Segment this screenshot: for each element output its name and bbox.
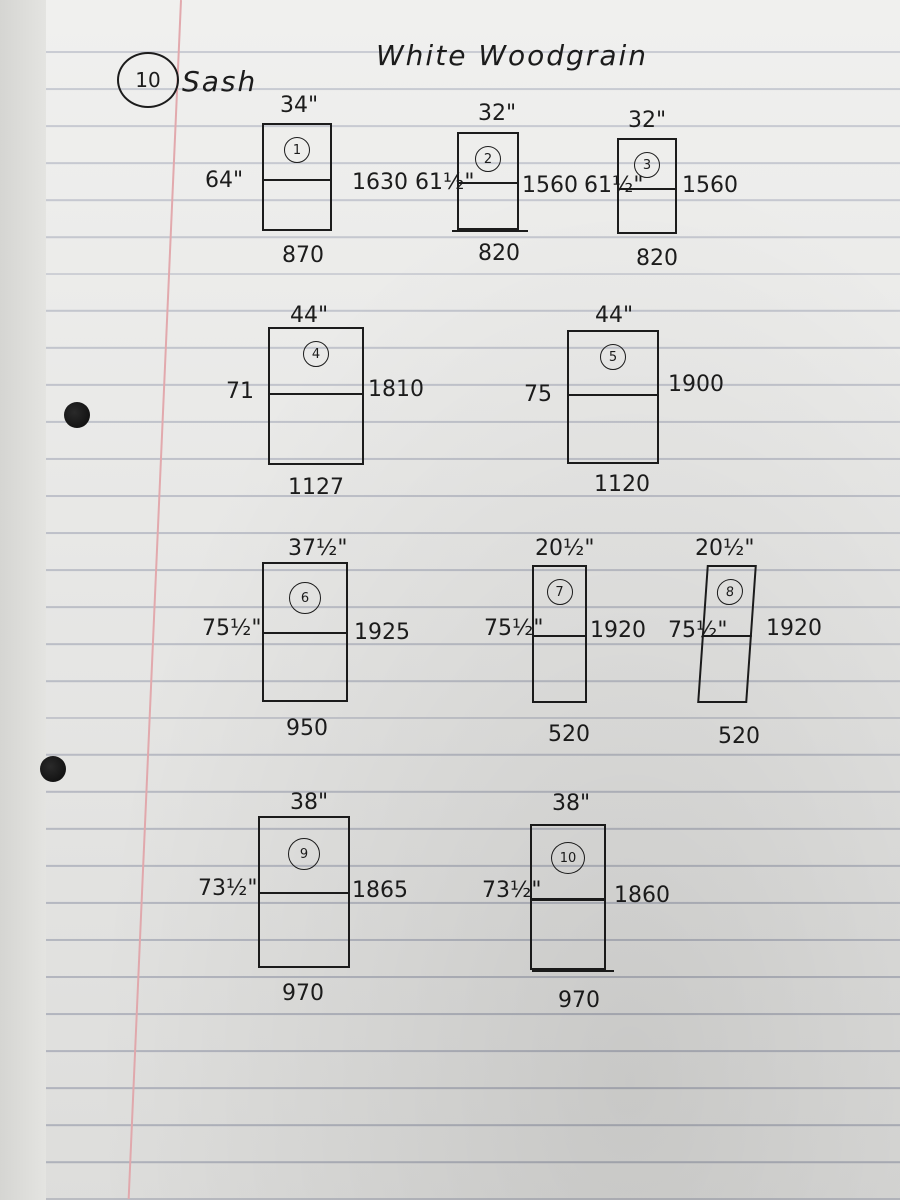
window-6-width-mm: 950 — [286, 716, 328, 741]
window-5-frame: 5 — [567, 330, 659, 464]
window-9-height-mm: 1865 — [352, 878, 408, 903]
window-1-number: 1 — [284, 137, 310, 163]
window-2-height-in: 61½" — [415, 170, 475, 195]
window-1-height-mm: 1630 — [352, 170, 408, 195]
window-2-frame: 2 — [457, 132, 519, 230]
window-8-number: 8 — [716, 579, 744, 605]
window-8-height-in: 75½" — [668, 618, 728, 643]
window-5-width-mm: 1120 — [594, 472, 650, 497]
window-4-rail — [268, 393, 364, 395]
window-1-height-in: 64" — [205, 168, 244, 193]
count-circle: 10 — [117, 52, 179, 108]
window-9-width-in: 38" — [290, 790, 329, 815]
window-1-width-mm: 870 — [282, 243, 324, 268]
window-4-height-mm: 1810 — [368, 377, 424, 402]
window-10-width-in: 38" — [552, 791, 591, 816]
window-10-frame: 10 — [530, 824, 606, 970]
margin-line — [127, 0, 182, 1199]
window-4-height-in: 71 — [226, 379, 254, 404]
window-10-sill — [532, 970, 614, 972]
window-6-rail — [262, 632, 348, 634]
window-10-height-mm: 1860 — [614, 883, 670, 908]
window-5-number: 5 — [600, 344, 626, 370]
window-2-height-mm: 1560 — [522, 173, 578, 198]
window-7-width-mm: 520 — [548, 722, 590, 747]
window-7-rail — [532, 635, 587, 637]
window-4-frame: 4 — [268, 327, 364, 465]
window-3-rail — [617, 188, 677, 190]
window-10-width-mm: 970 — [558, 988, 600, 1013]
window-5-height-in: 75 — [524, 382, 552, 407]
window-9-rail — [258, 892, 350, 894]
window-6-height-mm: 1925 — [354, 620, 410, 645]
window-7-height-mm: 1920 — [590, 618, 646, 643]
window-1-rail — [262, 179, 332, 181]
window-2-sill — [452, 230, 528, 232]
window-3-height-mm: 1560 — [682, 173, 738, 198]
window-5-rail — [567, 394, 659, 396]
window-8-width-mm: 520 — [718, 724, 760, 749]
window-10-height-in: 73½" — [482, 878, 542, 903]
window-5-width-in: 44" — [595, 303, 634, 328]
page-title: White Woodgrain — [376, 39, 649, 72]
page-edge — [0, 0, 46, 1200]
window-10-rail — [530, 898, 606, 901]
window-6-width-in: 37½" — [288, 536, 348, 561]
window-3-frame: 3 — [617, 138, 677, 234]
window-6-frame: 6 — [262, 562, 348, 702]
sash-label: Sash — [182, 65, 258, 98]
window-7-width-in: 20½" — [535, 536, 595, 561]
window-5-height-mm: 1900 — [668, 372, 724, 397]
window-10-number: 10 — [551, 842, 585, 874]
window-4-number: 4 — [303, 341, 329, 367]
window-6-number: 6 — [289, 582, 321, 614]
window-2-width-in: 32" — [478, 101, 517, 126]
window-9-number: 9 — [288, 838, 320, 870]
window-2-number: 2 — [475, 146, 501, 172]
window-3-height-in: 61½" — [584, 173, 644, 198]
window-8-width-in: 20½" — [695, 536, 755, 561]
punch-hole-bottom — [40, 756, 66, 782]
window-7-frame: 7 — [532, 565, 587, 703]
window-9-width-mm: 970 — [282, 981, 324, 1006]
window-7-height-in: 75½" — [484, 616, 544, 641]
window-2-width-mm: 820 — [478, 241, 520, 266]
window-2-rail — [457, 182, 519, 184]
window-3-width-mm: 820 — [636, 246, 678, 271]
window-7-number: 7 — [546, 579, 573, 605]
count-text: 10 — [135, 68, 161, 92]
punch-hole-top — [64, 402, 90, 428]
window-4-width-mm: 1127 — [288, 475, 344, 500]
window-3-number: 3 — [634, 152, 660, 178]
window-4-width-in: 44" — [290, 303, 329, 328]
window-1-width-in: 34" — [280, 93, 319, 118]
window-6-height-in: 75½" — [202, 616, 262, 641]
window-9-frame: 9 — [258, 816, 350, 968]
window-1-frame: 1 — [262, 123, 332, 231]
window-9-height-in: 73½" — [198, 876, 258, 901]
window-8-height-mm: 1920 — [766, 616, 822, 641]
window-3-width-in: 32" — [628, 108, 667, 133]
